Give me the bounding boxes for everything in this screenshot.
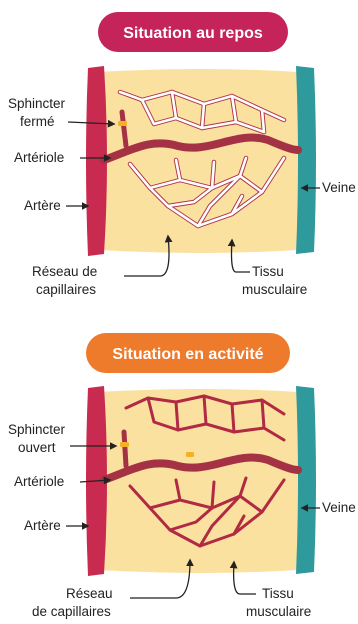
label-capillaries-line1-rest: Réseau de [32, 264, 97, 279]
title-rest: Situation au repos [123, 25, 263, 42]
label-capillaries-line2-rest: capillaires [36, 282, 96, 297]
label-tissue-line1-active: Tissu [262, 586, 294, 601]
label-sphincter-line1-active: Sphincter [8, 422, 66, 437]
vein-rest [296, 66, 316, 254]
label-capillaries-line1-active: Réseau [66, 586, 113, 601]
label-tissue-line2-active: musculaire [246, 604, 311, 619]
label-sphincter-line1-rest: Sphincter [8, 96, 66, 111]
sphincter-closed-rest [118, 121, 127, 126]
sphincter-open-2-active [186, 452, 194, 457]
label-vein-active: Veine [322, 500, 356, 515]
label-sphincter-line2-active: ouvert [18, 440, 56, 455]
panel-rest: Situation au repos [8, 12, 356, 297]
label-arteriole-active: Artériole [14, 474, 64, 489]
sphincter-open-active [120, 442, 129, 447]
label-capillaries-line2-active: de capillaires [32, 604, 111, 619]
label-sphincter-line2-rest: fermé [20, 114, 55, 129]
label-tissue-line1-rest: Tissu [252, 264, 284, 279]
vein-active [296, 386, 316, 574]
label-tissue-line2-rest: musculaire [242, 282, 307, 297]
label-artery-active: Artère [24, 518, 61, 533]
label-artery-rest: Artère [24, 198, 61, 213]
arteriole-branch-active [124, 432, 126, 466]
label-arteriole-rest: Artériole [14, 150, 64, 165]
panel-active: Situation en activité Sphincter ouvert A… [8, 333, 356, 619]
title-active: Situation en activité [112, 346, 263, 363]
label-vein-rest: Veine [322, 180, 356, 195]
